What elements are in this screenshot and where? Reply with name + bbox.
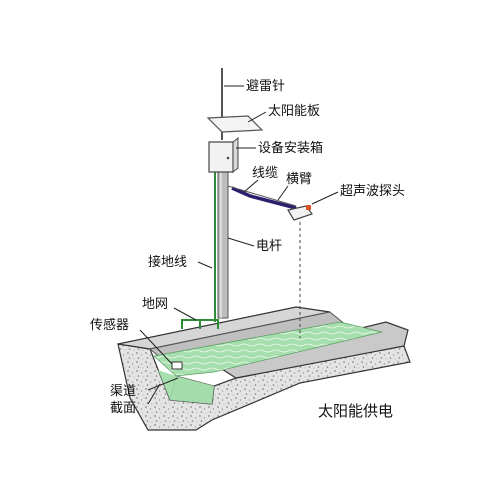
label-channel-section-line1: 渠道	[110, 384, 137, 399]
label-cable: 线缆	[252, 166, 279, 181]
ground-grid	[181, 319, 219, 329]
ultrasonic-probe	[287, 205, 313, 221]
cable	[231, 186, 297, 210]
label-ground-wire: 接地线	[148, 255, 188, 270]
label-cross-arm: 横臂	[286, 172, 313, 187]
label-pole: 电杆	[256, 239, 283, 254]
label-solar-panel: 太阳能板	[268, 104, 321, 119]
label-sensor: 传感器	[90, 318, 130, 333]
channel-water-section	[158, 370, 214, 404]
label-lightning-rod: 避雷针	[246, 79, 286, 94]
caption: 太阳能供电	[318, 402, 394, 420]
solar-panel	[206, 115, 264, 133]
label-channel-section-line2: 截面	[110, 401, 137, 416]
leader-lines	[139, 85, 339, 405]
label-equipment-box: 设备安装箱	[258, 141, 324, 156]
label-ground-grid: 地网	[142, 297, 169, 312]
equipment-box	[208, 136, 239, 174]
cross-arm	[227, 185, 297, 207]
channel	[117, 306, 411, 431]
label-ultrasonic-probe: 超声波探头	[340, 184, 406, 199]
sensor-body	[171, 361, 183, 370]
pole	[217, 169, 229, 319]
channel-water	[153, 321, 383, 377]
